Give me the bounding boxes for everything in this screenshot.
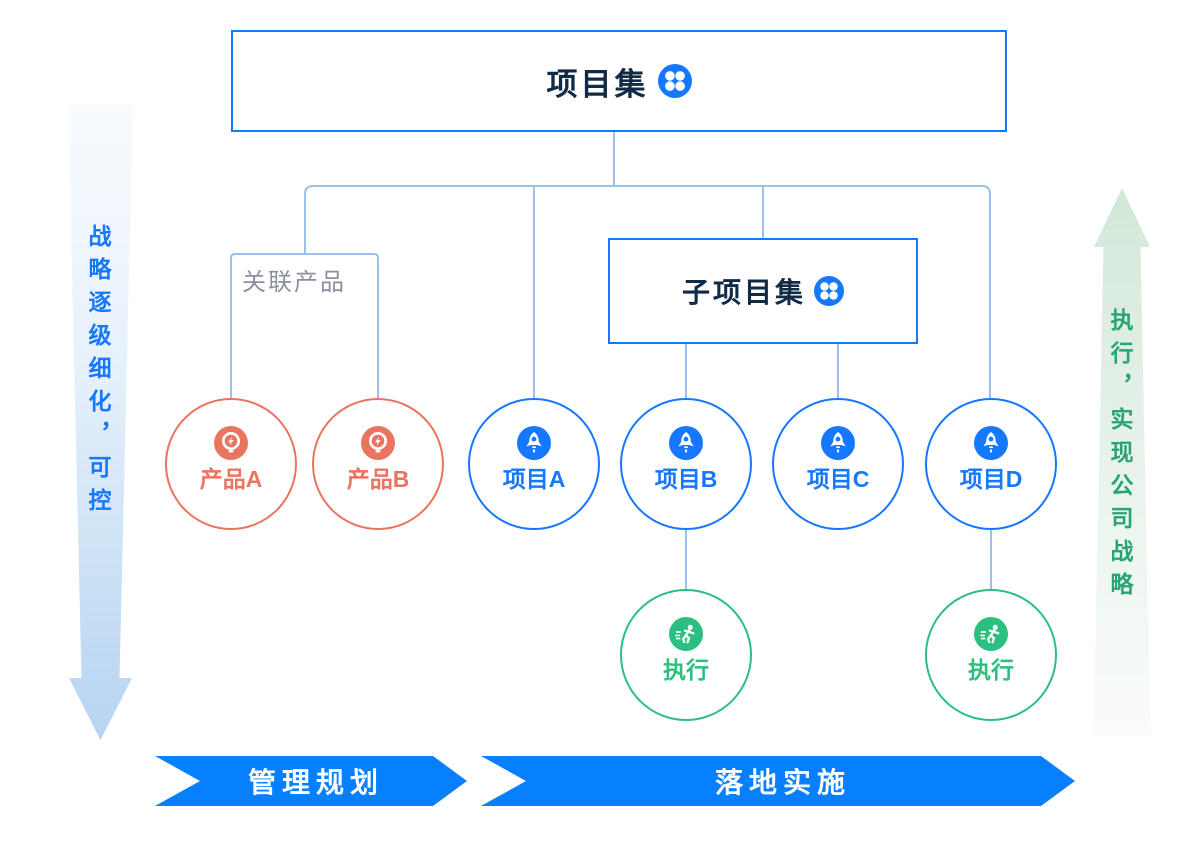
lightbulb-bolt-icon	[214, 426, 248, 460]
banner-management-planning: 管理规划	[155, 756, 467, 806]
node-label: 执行	[663, 657, 709, 683]
node-project-d: 项目D	[925, 398, 1057, 530]
program-box: 项目集	[231, 30, 1007, 132]
strategy-arrow-label: 战略逐级细化，可控	[85, 224, 111, 521]
program-box-label: 项目集	[546, 66, 649, 102]
node-execution-2: 执行	[925, 589, 1057, 721]
subprogram-box: 子项目集	[608, 238, 918, 344]
rocket-icon	[974, 426, 1008, 460]
strategy-down-arrow	[68, 105, 133, 740]
execution-up-arrow	[1093, 188, 1151, 737]
node-label: 项目B	[654, 466, 718, 492]
node-label: 产品A	[199, 466, 263, 492]
program-clover-icon	[658, 64, 692, 98]
runner-icon	[974, 617, 1008, 651]
node-project-b: 项目B	[620, 398, 752, 530]
node-label: 项目A	[502, 466, 566, 492]
banner-label: 落地实施	[714, 767, 851, 798]
subprogram-box-label: 子项目集	[681, 277, 806, 308]
node-label: 项目C	[806, 466, 870, 492]
node-label: 产品B	[346, 466, 410, 492]
node-execution-1: 执行	[620, 589, 752, 721]
rocket-icon	[517, 426, 551, 460]
lightbulb-bolt-icon	[361, 426, 395, 460]
runner-icon	[669, 617, 703, 651]
rocket-icon	[821, 426, 855, 460]
node-project-c: 项目C	[772, 398, 904, 530]
program-clover-icon	[814, 276, 844, 306]
node-project-a: 项目A	[468, 398, 600, 530]
rocket-icon	[669, 426, 703, 460]
node-label: 项目D	[959, 466, 1023, 492]
banner-implementation: 落地实施	[481, 756, 1075, 806]
banner-label: 管理规划	[247, 767, 384, 798]
related-products-label: 关联产品	[242, 269, 346, 296]
node-label: 执行	[968, 657, 1014, 683]
node-product-a: 产品A	[165, 398, 297, 530]
node-product-b: 产品B	[312, 398, 444, 530]
execution-arrow-label: 执行，实现公司战略	[1107, 308, 1133, 605]
